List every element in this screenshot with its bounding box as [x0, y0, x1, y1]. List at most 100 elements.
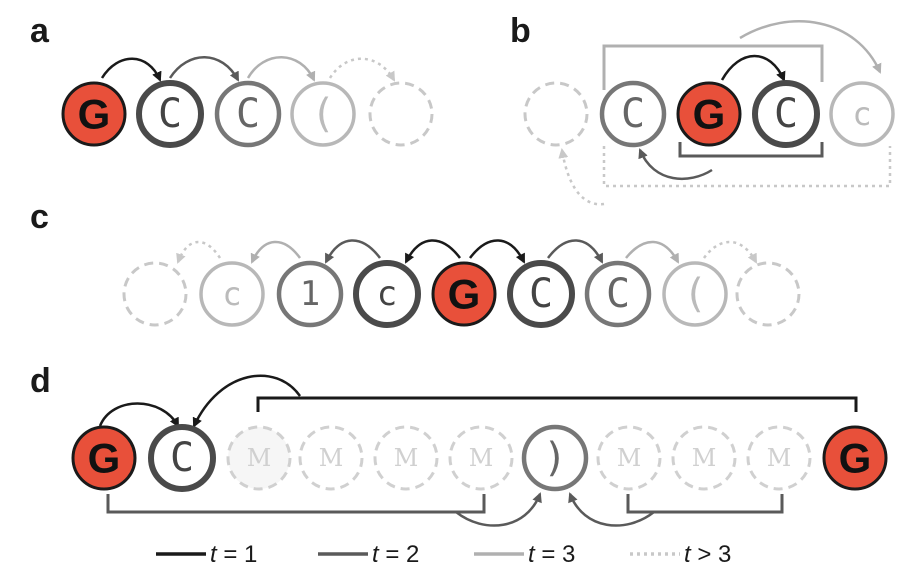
attention-arrow-t-gt3: [328, 57, 396, 82]
attention-arrow-t3: [246, 56, 316, 82]
token-label: c: [852, 95, 871, 133]
token-node: C: [148, 424, 216, 492]
token-label: M: [394, 444, 419, 472]
panel-label-b: b: [510, 12, 531, 50]
panel-c: c c 1 c G C: [30, 198, 801, 328]
svg-text:t = 1: t = 1: [210, 541, 257, 568]
svg-text:t = 2: t = 2: [372, 541, 419, 568]
token-label: M: [319, 444, 344, 472]
token-label: C: [606, 271, 630, 317]
token-node: C: [507, 260, 575, 328]
token-label: C: [236, 91, 260, 137]
legend-item-t2: t = 2: [318, 541, 419, 568]
attention-arrow-t1: [192, 374, 302, 428]
legend-item-t3: t = 3: [474, 541, 575, 568]
svg-text:t = 3: t = 3: [528, 541, 575, 568]
masked-token-node: M: [448, 425, 514, 491]
scope-bracket-t3: [602, 44, 824, 90]
token-node: ): [521, 424, 589, 492]
svg-text:t > 3: t > 3: [684, 541, 731, 568]
attention-arrow-t1: [720, 54, 786, 82]
scope-bracket-t2: [678, 142, 824, 158]
token-label: (: [311, 91, 335, 137]
token-label: C: [170, 435, 194, 481]
token-node-atom: G: [822, 425, 888, 491]
token-node: C: [752, 80, 820, 148]
scope-bracket-t-gt3: [602, 146, 892, 188]
branch-bracket-right: [626, 494, 784, 514]
panel-a: a G C C (: [30, 12, 434, 148]
token-label: G: [88, 435, 121, 482]
masked-token-node: M: [373, 425, 439, 491]
branch-bracket-left: [106, 494, 486, 514]
token-label: M: [767, 444, 792, 472]
panel-d: d G C M M M: [30, 362, 888, 527]
masked-token-node: M: [746, 425, 812, 491]
panel-label-c: c: [30, 198, 49, 236]
legend-item-t1: t = 1: [156, 541, 257, 568]
token-label: M: [247, 444, 272, 472]
token-label: (: [683, 271, 707, 317]
attention-arrow-t2: [568, 492, 655, 527]
attention-arrow-t1: [100, 57, 162, 82]
ring-closure-bracket: [256, 396, 858, 412]
token-node-atom: G: [61, 81, 127, 147]
empty-token-node: [523, 81, 589, 147]
token-node: c: [353, 260, 421, 328]
token-node-atom: G: [676, 81, 742, 147]
token-label: C: [621, 91, 645, 137]
attention-arrow-t2: [638, 148, 713, 181]
attention-arrow-t-gt3: [558, 148, 605, 206]
token-label: G: [839, 435, 872, 482]
attention-arrow-t2: [324, 239, 381, 264]
attention-arrow-t3: [625, 240, 680, 264]
token-label: c: [222, 275, 241, 313]
token-label: 1: [300, 274, 320, 314]
token-label: M: [617, 444, 642, 472]
token-label: M: [692, 444, 717, 472]
token-label: G: [693, 91, 726, 138]
token-node-atom: G: [71, 425, 137, 491]
attention-arrow-t-gt3: [176, 240, 222, 264]
panel-label-d: d: [30, 362, 51, 400]
token-node: 1: [276, 260, 344, 328]
empty-token-node: [368, 81, 434, 147]
token-node: C: [584, 260, 652, 328]
legend-item-t-gt3: t > 3: [630, 541, 731, 568]
attention-arrow-t1: [469, 239, 526, 264]
token-label: C: [158, 91, 182, 137]
token-node: (: [662, 261, 728, 327]
attention-arrow-t1: [98, 402, 180, 428]
masked-token-node: M: [226, 425, 292, 491]
masked-token-node: M: [596, 425, 662, 491]
token-node-atom: G: [431, 261, 497, 327]
attention-arrow-t2: [547, 239, 604, 264]
attention-arrow-t2: [455, 492, 542, 527]
empty-token-node: [122, 261, 188, 327]
masked-token-node: M: [298, 425, 364, 491]
attention-arrow-t-gt3: [702, 240, 758, 264]
panel-b: b C G C c: [510, 12, 895, 206]
token-node: C: [599, 80, 667, 148]
attention-arrow-t2: [168, 56, 240, 82]
token-label: ): [543, 435, 567, 481]
token-node: c: [829, 81, 895, 147]
attention-arrow-t3: [250, 240, 302, 264]
token-label: G: [78, 91, 111, 138]
token-node: (: [290, 81, 356, 147]
empty-token-node: [735, 261, 801, 327]
panel-label-a: a: [30, 12, 50, 50]
token-node: c: [199, 261, 265, 327]
attention-arrow-t3: [739, 20, 882, 74]
masked-token-node: M: [671, 425, 737, 491]
token-label: M: [469, 444, 494, 472]
token-node: C: [136, 80, 204, 148]
token-label: C: [529, 271, 553, 317]
token-label: c: [377, 274, 397, 314]
token-label: C: [774, 91, 798, 137]
token-label: G: [448, 271, 481, 318]
attention-arrow-t1: [404, 239, 461, 264]
token-node: C: [214, 80, 282, 148]
legend: t = 1 t = 2 t = 3 t > 3: [156, 541, 731, 568]
